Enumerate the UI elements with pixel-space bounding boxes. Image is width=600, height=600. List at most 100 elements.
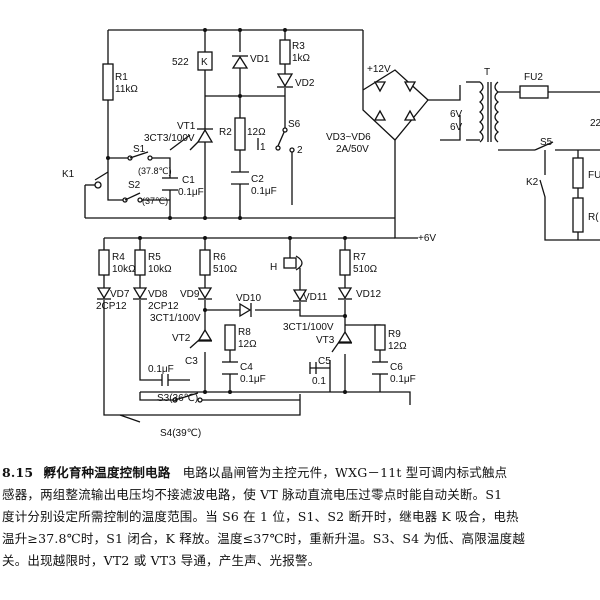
C6-value: 0.1μF [390,374,416,385]
S6-label: S6 [288,119,301,130]
R1-value: 11kΩ [115,84,138,95]
K1-S1-S2-network: K1 S1 (37.8℃) S2 (37℃) C1 0.1μF [62,144,204,206]
R4-label: R4 [112,252,125,263]
caption-line-3: 度计分别设定所需控制的温度范围。当 S6 在 1 位，S1、S2 断开时，继电器… [2,509,519,524]
VD7-diode: VD7 2CP12 [96,287,130,312]
S6-pos2: 2 [297,145,303,156]
C2-value: 0.1μF [251,186,277,197]
R9-resistor: R9 12Ω [374,324,407,352]
C4-label: C4 [240,362,253,373]
VT3-thyristor: VT3 [316,330,353,353]
R3-label: R3 [292,41,305,52]
R2-label: R2 [219,127,232,138]
C1-value: 0.1μF [178,187,204,198]
tap2-label: 6V [450,122,463,133]
VT1-thyristor: VT1 3CT3/100V [144,118,214,151]
plus12v-label: +12V [367,64,391,75]
caption-title: 孵化育种温度控制电路 [43,465,171,480]
relay-K: K 522 [172,51,213,71]
tap1-label: 6V [450,109,463,120]
S4-switch: S4(39℃) [119,414,201,439]
R9-label: R9 [388,329,401,340]
part-3ct1-mid: 3CT1/100V [283,322,334,333]
R2-resistor: R2 12Ω [219,117,266,151]
VD9-diode: VD9 [180,287,213,300]
VD11-diode: VD11 [292,289,328,303]
part-3ct1-left: 3CT1/100V [150,313,201,324]
R1-label: R1 [115,72,128,83]
S1-label: S1 [133,144,146,155]
R5-label: R5 [148,252,161,263]
VD1-diode: VD1 [231,54,270,69]
C3-capacitor: C3 0.1μF [148,356,198,386]
R8-label: R8 [238,327,251,338]
FU2-label: FU2 [524,72,543,83]
VT1-label: VT1 [177,121,196,132]
R6-label: R6 [213,252,226,263]
caption-line-4: 温升≥37.8℃时，S1 闭合，K 释放。温度≤37℃时，重新升温。S3、S4 … [2,531,526,546]
H-buzzer: H [270,255,303,273]
R7-label: R7 [353,252,366,263]
VT2-label: VT2 [172,333,191,344]
VD11-label: VD11 [303,292,328,303]
R4-value: 10kΩ [112,264,136,275]
relay-id: 522 [172,57,189,68]
R3-resistor: R3 1kΩ [279,39,311,65]
H-label: H [270,262,277,273]
S4-label: S4(39℃) [160,428,201,439]
C6-capacitor: C6 0.1μF [372,361,416,385]
VD9-label: VD9 [180,289,200,300]
S2-label: S2 [128,180,141,191]
C6-label: C6 [390,362,403,373]
FU2-fuse: FU2 [519,72,549,99]
VD8-label: VD8 [148,289,168,300]
C4-capacitor: C4 0.1μF [222,361,266,385]
C5-capacitor: C5 0.1 [309,356,331,387]
caption-line-5: 关。出现越限时，VT2 或 VT3 导通，产生声、光报警。 [2,553,321,568]
C3-value: 0.1μF [148,364,174,375]
junction-dots [106,28,347,394]
S1-temp: (37.8℃) [138,166,172,176]
VD7-label: VD7 [110,289,130,300]
VD1-label: VD1 [250,54,270,65]
VT3-label: VT3 [316,335,335,346]
relay-label: K [201,57,208,68]
VD10-diode: VD10 [236,293,261,318]
S5-switch: S5 [534,137,554,151]
caption-line-1: 8.15 孵化育种温度控制电路 电路以晶闸管为主控元件，WXG－11t 型可调内… [2,462,600,484]
R-partial: R( [572,197,599,233]
VD2-diode: VD2 [276,73,315,89]
R1-resistor: R1 11kΩ [102,63,138,101]
VT2-thyristor: VT2 [172,328,213,349]
T-label: T [484,67,490,78]
FU-partial-label: FU [588,170,600,181]
caption-number: 8.15 [2,465,34,480]
R5-resistor: R5 10kΩ [134,249,172,276]
C3-label: C3 [185,356,198,367]
plus6v-label: +6V [418,233,436,244]
S5-label: S5 [540,137,553,148]
figure-caption: 8.15 孵化育种温度控制电路 电路以晶闸管为主控元件，WXG－11t 型可调内… [2,462,600,572]
VD12-label: VD12 [356,289,381,300]
S3-label: S3(36℃) [157,393,198,404]
v22-label: 22 [590,118,600,129]
C1-label: C1 [182,175,195,186]
S6-switch: S6 1 2 [260,119,303,156]
R6-value: 510Ω [213,264,238,275]
S2-temp: (37℃) [142,196,168,206]
bridge-rating: 2A/50V [336,144,369,155]
VD8-part: 2CP12 [148,301,179,312]
C2-capacitor: C2 0.1μF [231,171,277,197]
C2-label: C2 [251,174,264,185]
R8-resistor: R8 12Ω [224,324,257,351]
S3-switch: S3(36℃) [157,392,203,404]
top-wires [84,29,600,241]
R2-value: 12Ω [247,127,266,138]
VT1-part: 3CT3/100V [144,133,195,144]
VD7-part: 2CP12 [96,301,127,312]
C5-value: 0.1 [312,376,326,387]
R-partial-label: R( [588,212,599,223]
R6-resistor: R6 510Ω [199,249,238,276]
S6-pos1: 1 [260,142,266,153]
